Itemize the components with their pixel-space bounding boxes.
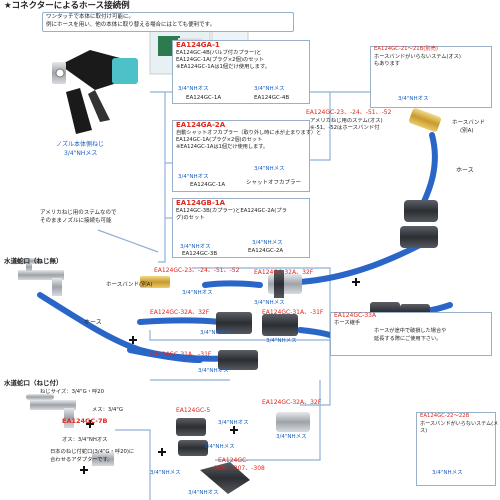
part-33a-code: EA124GC-33A — [334, 312, 377, 319]
part-32a-mid-code: EA124GC-32A、32F — [150, 309, 210, 316]
part-31a-low-code: EA124GC-31A、-31F — [150, 351, 212, 358]
coupler-31a-low-icon — [218, 350, 258, 370]
faucet-b-title: 水道蛇口（ねじ付） — [4, 379, 63, 387]
hose-band-top-sub: (別A) — [460, 128, 474, 134]
faucet-a-thread: 3/4"NHオス — [182, 290, 213, 296]
faucet-b-adapter-code: EA124GC-7B — [62, 417, 108, 425]
hose-band-top: ホースバンド — [452, 120, 486, 126]
set-b-right-thread: 3/4"NHメス — [254, 166, 285, 172]
set-b-left-thread: 3/4"NHオス — [178, 174, 209, 180]
part-306-thread-b: 3/4"NHオス — [188, 490, 219, 496]
set-a-code: EA124GA-1 — [176, 41, 220, 49]
stem-bottom-right-thread: 3/4"NHメス — [432, 470, 463, 476]
stem-top-right-box — [370, 46, 492, 108]
faucet-a-title: 水道蛇口（ねじ無） — [4, 257, 63, 265]
part-31a-mid-thread: 3/4"NHメス — [266, 338, 297, 344]
stem-top-right-thread: 3/4"NHオス — [398, 96, 429, 102]
set-c-line-1: EA124GC-3B(カプラー)とEA124GC-2A(プラ — [176, 208, 287, 214]
set-a-right-thread: 3/4"NHメス — [254, 86, 285, 92]
faucet-icon — [14, 258, 64, 296]
stem-top-right-code: EA124GC-21～21B(別売) — [374, 46, 438, 52]
nozzle-thread: 3/4"NHメス — [64, 150, 98, 157]
header-note-line-1: ワンタッチで本体に取付け可能に。 — [46, 14, 135, 20]
stem-bottom-right-box — [416, 412, 496, 486]
part-33a-line-1: ホースが途中で破損した場合や — [374, 328, 447, 334]
header-note-box — [42, 12, 294, 32]
hose-label-right: ホース — [456, 167, 474, 174]
faucet-a-hose: ホース — [84, 319, 102, 326]
part-32a-top-code: EA124GC-32A、32F — [254, 269, 314, 276]
set-c-right-thread: 3/4"NHメス — [252, 240, 283, 246]
part-32a-top-thread: 3/4"NHメス — [254, 300, 285, 306]
part-31a-low-thread: 3/4"NHオス — [198, 368, 229, 374]
part-5-code: EA124GC-5 — [176, 407, 211, 414]
plus-markers — [80, 278, 360, 474]
usa-stem-code: EA124GC-23、-24、-51、-52 — [306, 109, 392, 116]
set-b-right-part: シャットオフカプラー — [246, 180, 302, 186]
faucet-b-adapter-note-2: 合わせるアダプターです。 — [50, 457, 113, 463]
part-5-thread-a: 3/4"NHオス — [218, 420, 249, 426]
coupler-5-icon — [176, 418, 208, 456]
set-a-left-thread: 3/4"NHオス — [178, 86, 209, 92]
stem-bottom-right-code: EA124GC-22～22B — [420, 413, 470, 419]
nozzle-direct-note-1: アメリカねじ用のステムなので — [40, 210, 117, 216]
nozzle-direct-note-2: そのままノズルに接続も可能 — [40, 218, 112, 224]
faucet-b-adapter-male: オス：3/4"NHオス — [62, 437, 108, 443]
stem-a-icon — [140, 276, 170, 288]
set-a-line-1: EA124GC-4B(バルブ付カプラー)と — [176, 50, 262, 56]
faucet-a-hose-band: ホースバンド(別A) — [106, 282, 153, 288]
part-306-codes: -306、-307、-308 — [212, 465, 265, 472]
stem-bottom-right-line-2: ス) — [420, 428, 428, 434]
usa-stem-line-1: アメリカねじ用のステム(オス) — [310, 118, 383, 124]
nozzle-label: ノズル本体側ねじ — [56, 141, 105, 148]
part-32a-low-thread: 3/4"NHメス — [276, 434, 307, 440]
part-33a-line-2: 延長する際にご使用下さい。 — [374, 336, 442, 342]
coupler-32a-mid-icon — [216, 312, 252, 334]
set-a-box — [172, 40, 310, 104]
part-32a-mid-thread: 3/4"NHオス — [200, 330, 231, 336]
set-b-code: EA124GA-2A — [176, 121, 226, 129]
stem-bottom-right-line-1: ホースバンドがいらないステム(メ — [420, 421, 499, 427]
set-b-left-part: EA124GC-1A — [190, 182, 226, 188]
spray-nozzle-icon — [52, 50, 138, 134]
hose-coupler-icon — [400, 200, 438, 248]
part-33a-sub: ホース継手 — [334, 320, 361, 326]
set-c-code: EA124GB-1A — [176, 199, 226, 207]
faucet-b-adapter-female: メス：3/4"G — [92, 407, 123, 413]
set-b-line-3: ※EA124GC-1Aは1個だけ使用します。 — [176, 144, 269, 150]
stem-top-right-line-2: もあります — [374, 61, 400, 67]
y-splitter-306-icon — [200, 462, 250, 494]
part-32a-low-code: EA124GC-32A、32F — [262, 399, 322, 406]
set-a-line-2: EA124GC-1A(プラグ×2個)のセット — [176, 57, 265, 63]
set-b-line-2: EA124GC-1A(プラグ×2個)のセット — [176, 137, 263, 143]
faucet-threaded-icon — [26, 394, 114, 466]
set-c-left-part: EA124GC-3B — [182, 251, 218, 257]
set-c-box — [172, 198, 310, 258]
hose-joint-box — [330, 312, 492, 356]
coupler-32a-top-icon — [268, 270, 302, 298]
usa-stem-line-2: ※-51、-52はホースバンド付 — [310, 125, 380, 131]
faucet-b-thread-note: ねじサイズ：3/4"G・呼20 — [40, 389, 105, 395]
part-31a-mid-code: EA124GC-31A、-31F — [262, 309, 324, 316]
part-306-thread-a: 3/4"NHメス — [150, 470, 181, 476]
set-a-right-part: EA124GC-4B — [254, 95, 290, 101]
set-a-left-part: EA124GC-1A — [186, 95, 222, 101]
faucet-b-adapter-note-1: 日本のねじ付蛇口(3/4"G・呼20)に — [50, 449, 135, 455]
set-b-box — [172, 120, 310, 192]
set-c-line-2: グ)のセット — [176, 215, 205, 221]
faucet-a-stem-code: EA124GC-23、-24、-51、-52 — [154, 267, 240, 274]
page-title: ★コネクターによるホース接続例 — [4, 1, 130, 11]
part-5-thread-b: 3/4"NHメス — [204, 444, 235, 450]
coupler-31a-mid-icon — [262, 314, 298, 336]
set-a-line-3: ※EA124GC-1Aは1個だけ使用します。 — [176, 64, 271, 70]
coupler-32a-low-icon — [276, 412, 310, 432]
header-note-line-2: 例にホースを用い、他の本体に取り替える場合にはとても便利です。 — [46, 22, 216, 28]
set-c-right-part: EA124GC-2A — [248, 248, 284, 254]
part-306-code: EA124GC- — [218, 457, 249, 464]
stem-top-right-line-1: ホースバンドがいらないステム(オス) — [374, 54, 461, 60]
set-b-line-1: 自動シャットオフカプラー（取り外し時に水が止まります）と — [176, 130, 322, 136]
set-c-left-thread: 3/4"NHオス — [180, 244, 211, 250]
